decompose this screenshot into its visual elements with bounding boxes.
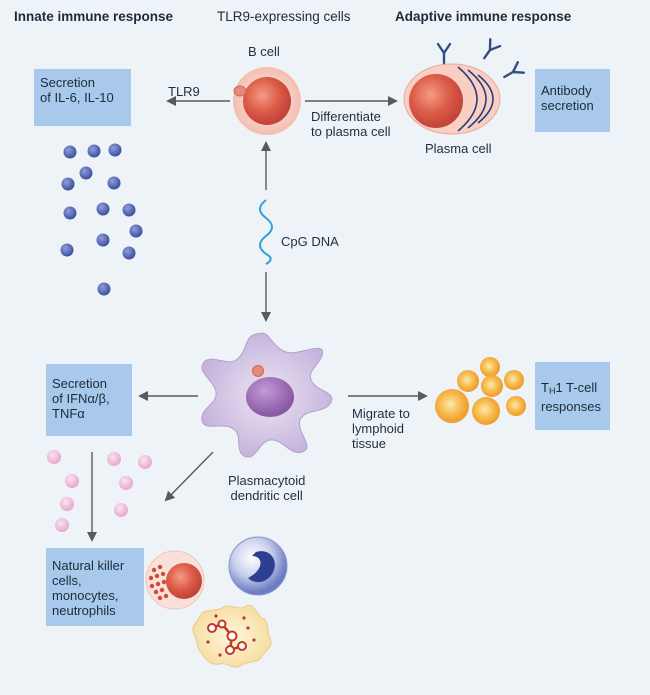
pdc-label-line2: dendritic cell [230, 488, 303, 503]
tlr9-arrow-label: TLR9 [168, 84, 200, 99]
nk-cell-icon [145, 550, 205, 610]
adaptive-response-header: Adaptive immune response [395, 9, 572, 24]
pdc-label-line1: Plasmacytoid [228, 473, 306, 488]
t-cell-cluster-icon [435, 357, 526, 425]
il-box-line1: Secretion [40, 75, 95, 90]
ifn-box-line2: of IFNα/β, [52, 391, 110, 406]
il-box-line2: of IL-6, IL-10 [40, 90, 114, 105]
ifn-tnf-secretion-box: Secretion of IFNα/β, TNFα [46, 364, 132, 436]
nk-monocytes-neutrophils-box: Natural killer cells, monocytes, neutrop… [46, 548, 144, 626]
ab-box-line1: Antibody [541, 83, 592, 98]
neutrophil-icon [192, 604, 272, 668]
th1-subscript: H [548, 386, 556, 396]
cpg-dna-label: CpG DNA [281, 234, 339, 249]
th1-tcell-response-box: TH1 T-cell responses [535, 362, 610, 430]
cpg-dna-strand [259, 199, 273, 265]
pdc-label: Plasmacytoid dendritic cell [228, 473, 305, 503]
th1-box-line1: TH1 T-cell [541, 380, 604, 399]
monocyte-icon [228, 536, 288, 596]
il-cytokine-dots [60, 143, 143, 296]
th1-rest: 1 T-cell [555, 380, 598, 395]
plasma-cell-icon [403, 63, 501, 135]
differentiate-label: Differentiate to plasma cell [311, 109, 390, 139]
ab-box-line2: secretion [541, 98, 594, 113]
th1-box-line2: responses [541, 399, 601, 414]
b-cell-icon [233, 67, 301, 135]
migrate-label: Migrate to lymphoid tissue [352, 406, 410, 451]
th1-t: T [541, 380, 549, 395]
differentiate-line2: to plasma cell [311, 124, 391, 139]
migrate-line2: lymphoid [352, 421, 405, 436]
nk-box-line4: neutrophils [52, 603, 116, 618]
migrate-line3: tissue [352, 436, 386, 451]
nk-box-line1: Natural killer [52, 558, 125, 573]
arrows [87, 96, 428, 542]
tlr9-cells-header: TLR9-expressing cells [217, 9, 351, 24]
antibody-secretion-box: Antibody secretion [535, 69, 610, 132]
ifn-box-line1: Secretion [52, 376, 107, 391]
il6-il10-secretion-box: Secretion of IL-6, IL-10 [34, 69, 131, 126]
antibody-icons [436, 37, 525, 79]
plasma-cell-label: Plasma cell [425, 141, 492, 156]
b-cell-label: B cell [248, 44, 280, 59]
ifn-box-line3: TNFα [52, 406, 85, 421]
nk-box-line2: cells, [52, 573, 82, 588]
differentiate-line1: Differentiate [311, 109, 381, 124]
pdc-to-nk-arrow [164, 451, 214, 502]
ifn-cytokine-dots [47, 450, 152, 532]
migrate-line1: Migrate to [352, 406, 410, 421]
innate-response-header: Innate immune response [14, 9, 174, 24]
plasmacytoid-dendritic-cell-icon [201, 332, 333, 458]
nk-box-line3: monocytes, [52, 588, 119, 603]
